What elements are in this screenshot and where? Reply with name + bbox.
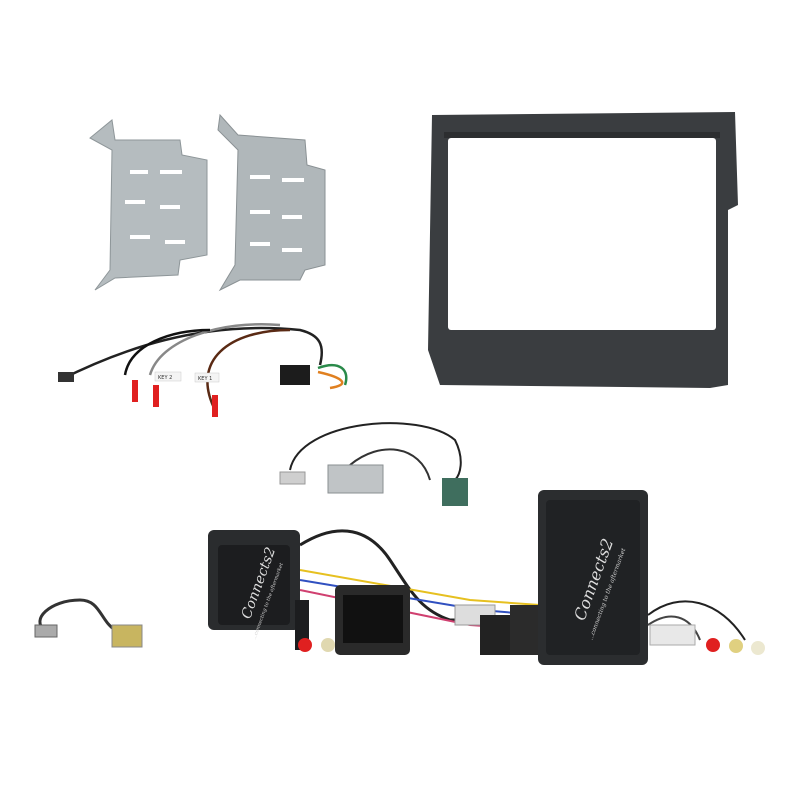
steering-wire-harness: KEY 2 KEY 1 <box>58 323 348 417</box>
usb-lead <box>34 598 143 648</box>
main-interface-box: Connects2 ...connecting to the aftermark… <box>538 490 765 665</box>
fascia-panel <box>428 112 738 388</box>
tag-key-2: KEY 2 <box>158 375 172 381</box>
antenna-adapter <box>279 422 468 506</box>
steering-interface-box: Connects2 ...connecting to the aftermark… <box>208 529 541 655</box>
mounting-bracket-left <box>89 119 208 291</box>
tag-key-1: KEY 1 <box>198 376 212 382</box>
mounting-bracket-right <box>217 113 326 292</box>
